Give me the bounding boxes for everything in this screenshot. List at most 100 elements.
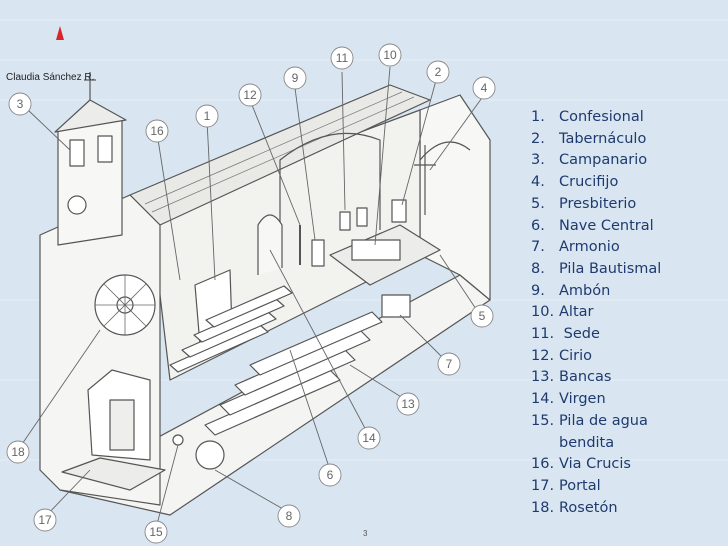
callout-number: 15 [149, 525, 163, 539]
callout-number: 3 [17, 97, 24, 111]
legend-item: 18.Rosetón [531, 498, 721, 520]
ambon [311, 239, 325, 267]
entrance-steps [61, 457, 166, 491]
legend-item-label: Cirio [559, 347, 593, 364]
callout-17 [33, 508, 57, 532]
callout-number: 1 [204, 109, 211, 123]
legend-item-number: 9. [531, 282, 545, 299]
callout-number: 6 [327, 468, 334, 482]
callout-9 [283, 66, 307, 90]
legend-item: 9. Ambón [531, 281, 721, 303]
callout-number: 9 [292, 71, 299, 85]
legend-item: 8. Pila Bautismal [531, 259, 721, 281]
callout-number: 14 [362, 431, 376, 445]
callout-3 [8, 92, 32, 116]
legend-item-number: 4. [531, 174, 545, 191]
callout-2 [426, 60, 450, 84]
legend-item-label: Armonio [559, 239, 620, 256]
clock-icon [67, 195, 87, 215]
legend-item-continuation: bendita [559, 434, 615, 451]
legend-item-number: 6. [531, 217, 545, 234]
callout-number: 8 [286, 509, 293, 523]
callout-13 [396, 392, 420, 416]
pews-left [169, 285, 293, 373]
callout-number: 5 [479, 309, 486, 323]
baptismal-font [195, 440, 225, 470]
red-triangle-icon [56, 26, 64, 40]
sede-chair-2 [356, 207, 368, 227]
legend-item-number: 18. [531, 499, 555, 516]
portal-door [109, 399, 135, 451]
legend-item-number: 8. [531, 260, 545, 277]
legend-item-label: Pila de agua [559, 412, 648, 429]
legend-item: 10.Altar [531, 302, 721, 324]
callout-number: 11 [336, 51, 349, 65]
legend-item: 16.Via Crucis [531, 454, 721, 476]
callout-6 [318, 463, 342, 487]
bell-tower-roof [54, 99, 127, 133]
legend-item: 6. Nave Central [531, 216, 721, 238]
callout-16 [145, 119, 169, 143]
legend-item-label: Crucifijo [559, 174, 619, 191]
bell-opening-right [97, 135, 113, 163]
harmonium [381, 294, 411, 318]
callout-number: 10 [383, 48, 397, 62]
legend-item-label: Campanario [559, 152, 648, 169]
callout-lines [17, 66, 485, 529]
virgin-niche [257, 214, 283, 275]
legend-item-number: 2. [531, 130, 545, 147]
legend-item-label: Rosetón [559, 499, 618, 516]
legend-item-label: Ambón [559, 282, 611, 299]
callout-number: 16 [150, 124, 164, 138]
bell-opening-left [69, 139, 85, 167]
callout-number: 13 [401, 397, 415, 411]
callout-12 [238, 83, 262, 107]
rose-window-spokes [95, 275, 155, 335]
callout-14 [357, 426, 381, 450]
callout-numbers: 1 2 3 4 5 6 7 8 9 10 11 12 13 14 15 16 1… [11, 48, 487, 539]
callout-7 [437, 352, 461, 376]
legend-item: 14.Virgen [531, 389, 721, 411]
callout-10 [378, 43, 402, 67]
legend-item: 7.Armonio [531, 237, 721, 259]
tabernacle [391, 199, 407, 223]
legend-item-label: Presbiterio [559, 195, 637, 212]
legend-item: 12.Cirio [531, 346, 721, 368]
callout-number: 18 [11, 445, 25, 459]
legend-item-label: Virgen [559, 391, 606, 408]
roof-tiles [144, 91, 415, 213]
callout-5 [470, 304, 494, 328]
callout-1 [195, 104, 219, 128]
legend-item-label: Tabernáculo [559, 130, 647, 147]
legend-item-number: 11. [531, 326, 555, 343]
sede-chair-1 [339, 211, 351, 231]
legend-item: 2. Tabernáculo [531, 129, 721, 151]
callout-8 [277, 504, 301, 528]
callout-markers [6, 43, 496, 544]
legend-item-label: Pila Bautismal [559, 260, 662, 277]
callout-number: 4 [481, 81, 488, 95]
callout-number: 12 [243, 88, 257, 102]
callout-number: 2 [435, 65, 442, 79]
legend-item-number: 1. [531, 109, 545, 125]
legend-item-number: 5. [531, 195, 545, 212]
chancel-arch [279, 132, 381, 260]
altar-table [351, 239, 401, 261]
legend-item-label: Via Crucis [559, 456, 631, 473]
legend-item: 13.Bancas [531, 367, 721, 389]
legend-item: 4. Crucifijo [531, 172, 721, 194]
legend-item-label: Altar [559, 304, 594, 321]
legend-item-number: 12. [531, 347, 555, 364]
legend-item: 15.Pila de agua [531, 411, 721, 433]
page-number: 3 [363, 529, 368, 538]
author-credit: Claudia Sánchez R. [6, 72, 95, 83]
legend-item: 1.Confesional [531, 107, 721, 129]
callout-number: 17 [38, 513, 52, 527]
church-drawing [39, 72, 491, 516]
callout-4 [472, 76, 496, 100]
legend-item-number: 13. [531, 369, 555, 386]
legend-item-label: Nave Central [559, 217, 654, 234]
callout-11 [330, 46, 354, 70]
